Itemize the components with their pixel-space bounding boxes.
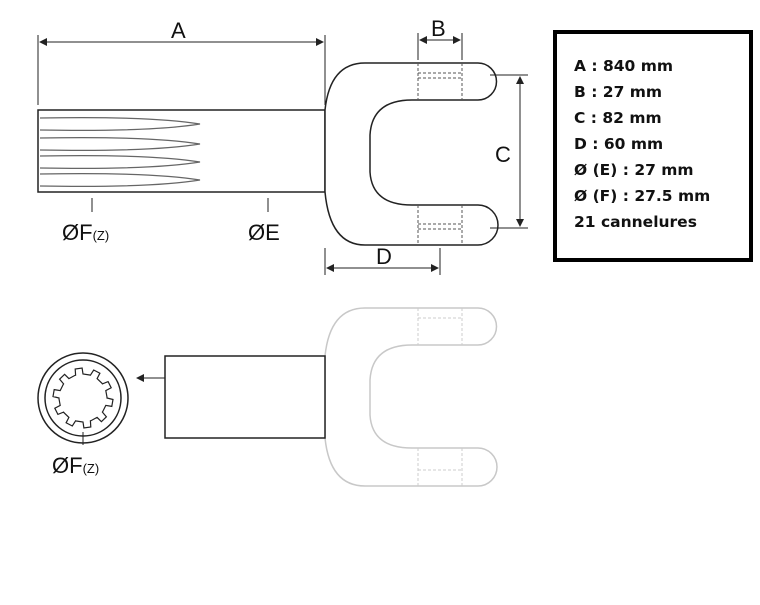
spec-item: D : 60 mm xyxy=(574,135,664,153)
spec-item: 21 cannelures xyxy=(574,213,697,231)
label-c: C xyxy=(495,142,511,167)
label-diam-f: ØF(Z) xyxy=(62,220,109,245)
spec-item: A : 840 mm xyxy=(574,57,674,75)
spec-list: A : 840 mm B : 27 mm C : 82 mm D : 60 mm Ø (… xyxy=(557,34,749,235)
spec-item: Ø (E) : 27 mm xyxy=(574,161,694,179)
shaft-bottom xyxy=(164,355,326,439)
shaft-top xyxy=(37,109,326,193)
fork-bottom-faded xyxy=(324,307,498,487)
spec-item: Ø (F) : 27.5 mm xyxy=(574,187,711,205)
spec-item: C : 82 mm xyxy=(574,109,662,127)
fork-holes-bottom xyxy=(417,308,463,486)
fork-top xyxy=(324,62,499,246)
label-d: D xyxy=(376,244,392,269)
splines xyxy=(39,117,201,187)
spline-end-view xyxy=(37,352,129,444)
label-a: A xyxy=(171,18,186,43)
label-b: B xyxy=(431,16,446,41)
specifications-box: A : 840 mm B : 27 mm C : 82 mm D : 60 mm Ø (… xyxy=(553,30,753,262)
label-diam-f-bottom: ØF(Z) xyxy=(52,453,99,478)
dimension-lines xyxy=(37,33,528,275)
fork-holes-top xyxy=(417,63,463,245)
label-diam-e: ØE xyxy=(248,220,280,245)
spec-item: B : 27 mm xyxy=(574,83,663,101)
